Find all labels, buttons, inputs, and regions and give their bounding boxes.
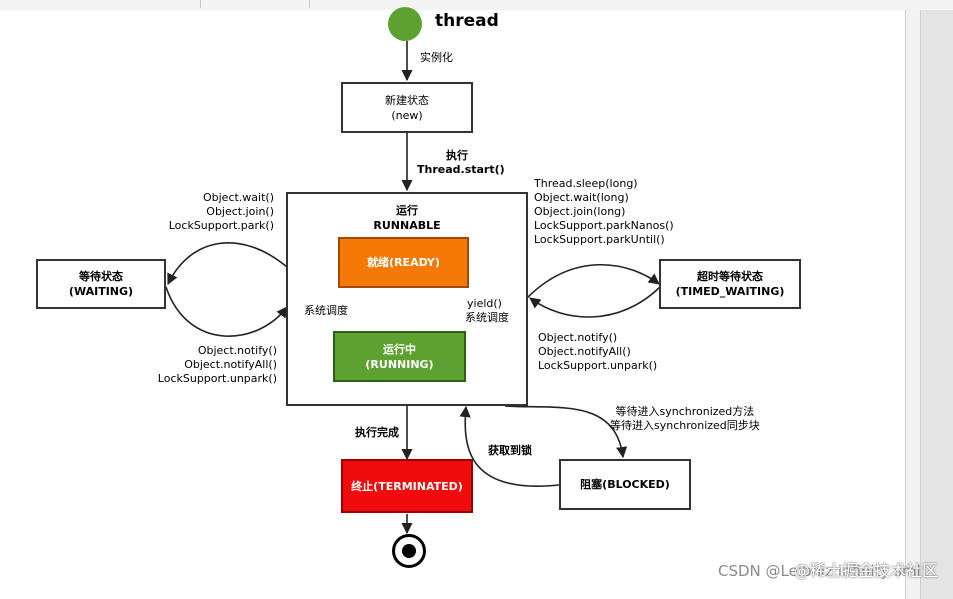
new-state-name: 新建状态	[385, 93, 429, 107]
waiting-state-box: 等待状态 (WAITING)	[36, 259, 166, 309]
blocked-enter-method: 等待进入synchronized方法	[615, 405, 755, 418]
new-state-box: 新建状态 (new)	[341, 82, 473, 133]
timed-waiting-state-code: (TIMED_WAITING)	[675, 285, 785, 298]
method-label: LockSupport.unpark()	[538, 359, 658, 372]
acquire-lock-label: 获取到锁	[488, 444, 532, 457]
method-label: LockSupport.park()	[168, 219, 274, 232]
arrow-runnable-to-timed	[526, 264, 660, 299]
method-label: Object.wait(long)	[534, 191, 629, 204]
method-label: Thread.sleep(long)	[534, 177, 638, 190]
running-state-box: 运行中 (RUNNING)	[333, 331, 466, 382]
yield-label: yield()	[467, 297, 502, 310]
method-label: LockSupport.parkNanos()	[534, 219, 674, 232]
end-node	[392, 534, 426, 568]
ready-state-label: 就绪(READY)	[367, 256, 440, 269]
runnable-code: RUNNABLE	[373, 219, 441, 232]
toolbar-segment[interactable]	[201, 0, 310, 8]
timed-waiting-state-box: 超时等待状态 (TIMED_WAITING)	[659, 259, 801, 309]
blocked-state-box: 阻塞(BLOCKED)	[559, 459, 691, 510]
method-label: Object.notify()	[197, 344, 277, 357]
start-exec-label: 执行	[446, 149, 468, 162]
arrow-blocked-to-runnable	[459, 405, 560, 487]
running-state-code: (RUNNING)	[365, 357, 434, 371]
method-label: Object.join()	[206, 205, 274, 218]
ready-state-box: 就绪(READY)	[338, 237, 469, 288]
method-label: Object.join(long)	[534, 205, 626, 218]
timed-exit-methods: Object.notify() Object.notifyAll() LockS…	[538, 331, 657, 373]
juejin-watermark: @稀土掘金技术社区	[794, 561, 939, 580]
start-node	[388, 7, 422, 41]
blocked-enter-block: 等待进入synchronized同步块	[610, 419, 760, 432]
runnable-title: 运行	[396, 204, 418, 217]
yield-schedule-label: 系统调度	[465, 311, 509, 324]
waiting-enter-methods: Object.wait() Object.join() LockSupport.…	[169, 191, 274, 233]
completed-label: 执行完成	[355, 426, 399, 439]
thread-start-label: Thread.start()	[417, 163, 505, 176]
toolbar-segment[interactable]	[0, 0, 201, 8]
arrow-runnable-to-waiting	[167, 242, 288, 286]
waiting-state-code: (WAITING)	[68, 285, 134, 298]
method-label: Object.wait()	[202, 191, 274, 204]
system-schedule-label: 系统调度	[304, 304, 348, 317]
method-label: Object.notifyAll()	[184, 358, 277, 371]
terminated-state-box: 终止(TERMINATED)	[341, 459, 473, 513]
arrow-timed-to-runnable	[529, 286, 661, 318]
instantiate-label: 实例化	[420, 51, 453, 64]
method-label: LockSupport.unpark()	[157, 372, 277, 385]
method-label: Object.notify()	[538, 331, 618, 344]
timed-enter-methods: Thread.sleep(long) Object.wait(long) Obj…	[534, 177, 674, 247]
end-node-dot	[402, 544, 416, 558]
new-state-code: (new)	[391, 108, 423, 122]
scrollbar-thumb[interactable]	[905, 10, 921, 599]
blocked-state-label: 阻塞(BLOCKED)	[580, 478, 670, 491]
method-label: Object.notifyAll()	[538, 345, 631, 358]
csdn-watermark: CSDN @Leibniz infinity sml	[718, 562, 921, 580]
terminated-state-label: 终止(TERMINATED)	[351, 479, 463, 493]
diagram-title: thread	[435, 11, 499, 31]
method-label: LockSupport.parkUntil()	[534, 233, 665, 246]
arrow-waiting-to-runnable	[165, 286, 288, 337]
running-state-name: 运行中	[383, 342, 416, 356]
waiting-state-name: 等待状态	[79, 270, 123, 283]
arrow-runnable-to-blocked	[504, 405, 628, 459]
waiting-exit-methods: Object.notify() Object.notifyAll() LockS…	[158, 344, 277, 386]
timed-waiting-state-name: 超时等待状态	[697, 270, 763, 283]
blocked-enter-label: 等待进入synchronized方法 等待进入synchronized同步块	[610, 405, 760, 433]
